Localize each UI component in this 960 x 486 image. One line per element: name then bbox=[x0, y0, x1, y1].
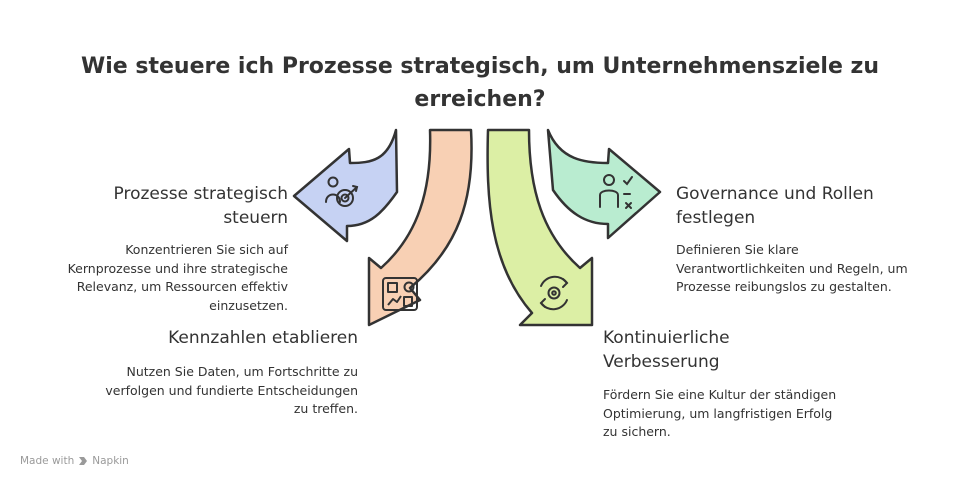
made-with-label: Made with bbox=[20, 455, 75, 467]
description-prozesse-steuern: Konzentrieren Sie sich auf Kernprozesse … bbox=[67, 242, 288, 313]
person-checklist-icon bbox=[599, 174, 633, 209]
peach-arrow-body bbox=[367, 128, 473, 327]
description-verbesserung: Fördern Sie eine Kultur der ständigen Op… bbox=[603, 387, 837, 439]
napkin-logo-icon bbox=[79, 457, 88, 465]
dashboard-icon bbox=[382, 277, 418, 311]
heading-verbesserung: Kontinuierliche Verbesserung bbox=[603, 328, 730, 372]
target-person-icon bbox=[325, 176, 359, 207]
footer-credit: Made with Napkin bbox=[20, 455, 129, 467]
mint-arrow-body bbox=[546, 128, 662, 240]
description-governance: Definieren Sie klare Verantwortlichkeite… bbox=[676, 242, 908, 294]
heading-kennzahlen: Kennzahlen etablieren bbox=[168, 328, 358, 348]
heading-prozesse-steuern: Prozesse strategisch steuern bbox=[113, 184, 288, 228]
description-kennzahlen: Nutzen Sie Daten, um Fortschritte zu ver… bbox=[105, 364, 358, 416]
heading-governance: Governance und Rollen festlegen bbox=[676, 184, 874, 228]
blue-arrow-body bbox=[292, 128, 399, 243]
gear-cycle-icon bbox=[539, 275, 569, 311]
lime-arrow-body bbox=[486, 128, 594, 327]
napkin-brand: Napkin bbox=[92, 455, 129, 467]
page-title: Wie steuere ich Prozesse strategisch, um… bbox=[80, 54, 880, 112]
